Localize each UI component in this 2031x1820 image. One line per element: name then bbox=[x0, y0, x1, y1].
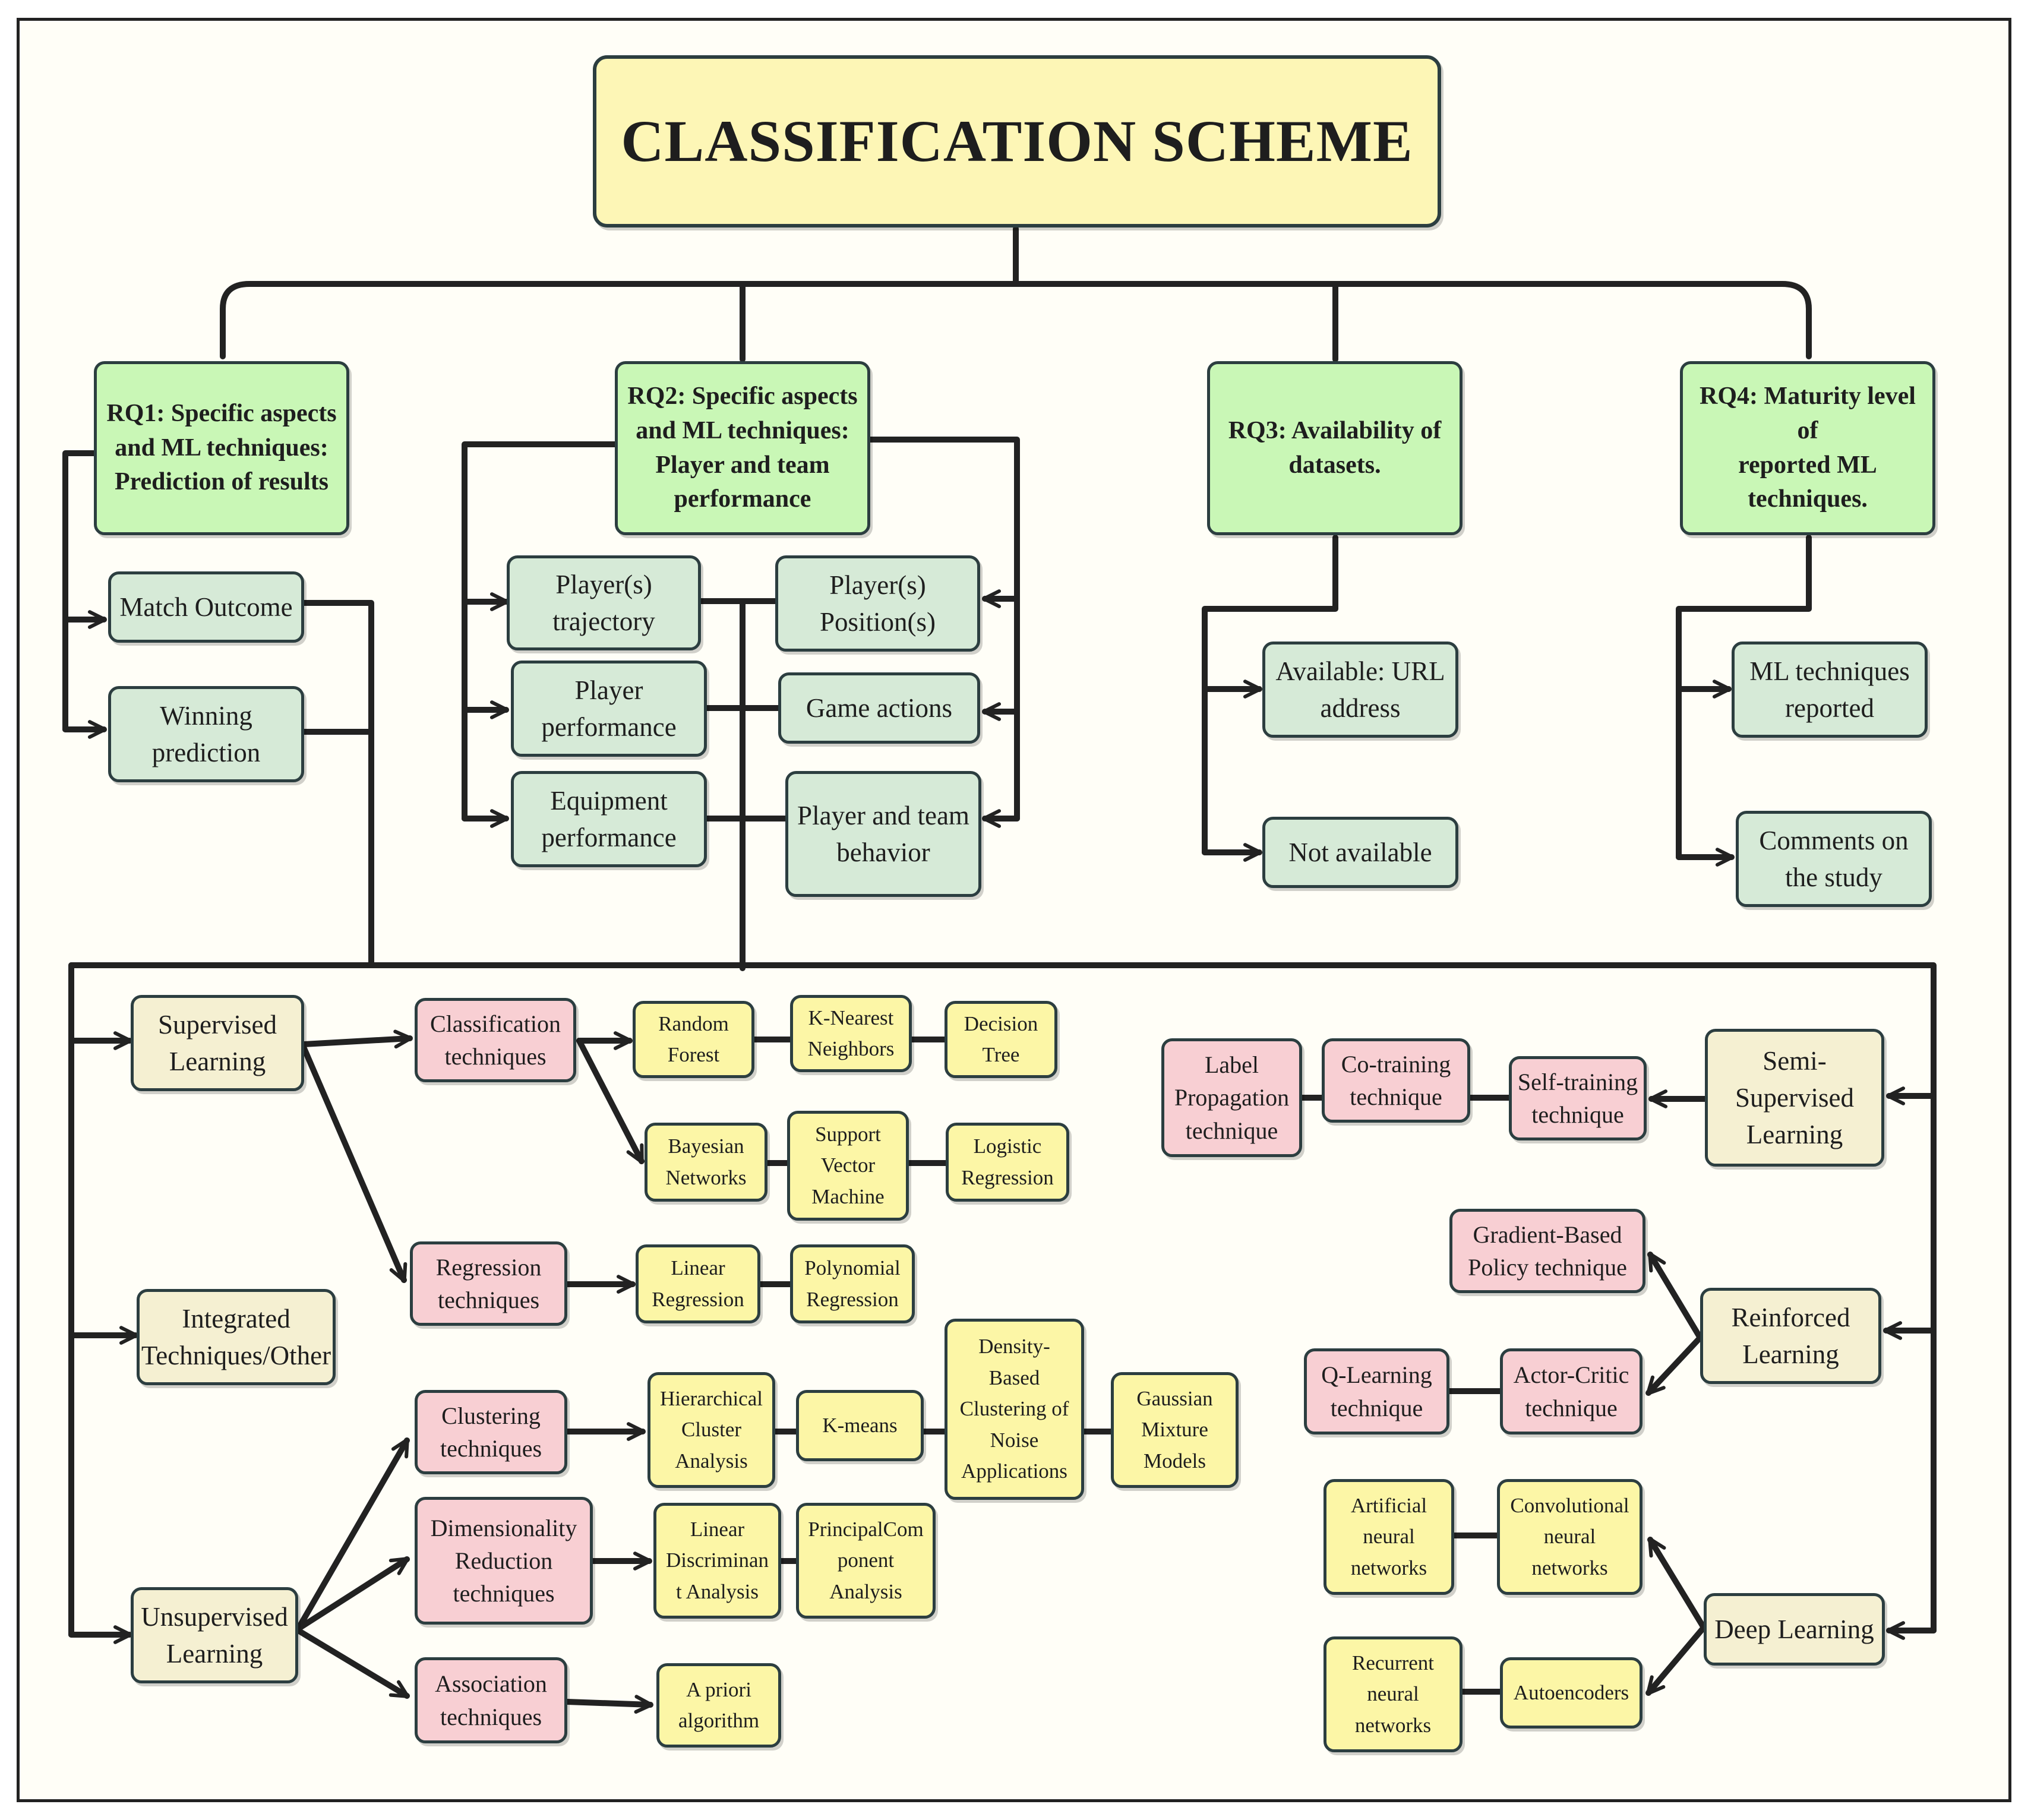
algorithm-principal-component-analysis: PrincipalCom ponent Analysis bbox=[796, 1503, 936, 1619]
wire-rq1-collector bbox=[301, 600, 374, 968]
wire-assoc-apriori bbox=[564, 1695, 653, 1714]
convolutional-neural-networks: Convolutional neural networks bbox=[1497, 1479, 1643, 1595]
rq3-item-available-url: Available: URL address bbox=[1262, 642, 1458, 738]
rq4-item-ml-techniques-reported: ML techniques reported bbox=[1732, 642, 1928, 738]
wire-unsup-dimred bbox=[295, 1556, 410, 1632]
wire-ml-bus bbox=[68, 962, 1937, 1633]
rq2-item-equipment-performance: Equipment performance bbox=[511, 771, 707, 867]
rq2-item-player-trajectory: Player(s) trajectory bbox=[507, 555, 701, 650]
algorithm-random-forest: Random Forest bbox=[633, 1001, 754, 1078]
wire-top-bus bbox=[220, 281, 1812, 359]
classification-techniques-box: Classification techniques bbox=[415, 998, 576, 1082]
rq1-item-winning-prediction: Winning prediction bbox=[108, 686, 304, 782]
regression-techniques-box: Regression techniques bbox=[410, 1241, 567, 1326]
rq3-box: RQ3: Availability of datasets. bbox=[1207, 361, 1463, 535]
rq2-item-player-team-behavior: Player and team behavior bbox=[785, 771, 981, 897]
semi-supervised-learning-box: Semi- Supervised Learning bbox=[1705, 1029, 1884, 1167]
algorithm-gaussian-mixture-models: Gaussian Mixture Models bbox=[1111, 1372, 1239, 1488]
autoencoders: Autoencoders bbox=[1500, 1657, 1643, 1729]
algorithm-linear-discriminant-analysis: Linear Discriminan t Analysis bbox=[653, 1503, 781, 1619]
rq1-box: RQ1: Specific aspects and ML techniques:… bbox=[94, 361, 349, 535]
deep-learning-box: Deep Learning bbox=[1704, 1593, 1885, 1666]
wire-rq4-trunk bbox=[1676, 535, 1812, 860]
wire-rl-actor bbox=[1645, 1335, 1703, 1396]
algorithm-dbscan: Density- Based Clustering of Noise Appli… bbox=[945, 1319, 1084, 1500]
self-training-technique: Self-training technique bbox=[1509, 1056, 1647, 1140]
supervised-learning-box: Supervised Learning bbox=[131, 995, 304, 1091]
clustering-techniques-box: Clustering techniques bbox=[415, 1390, 567, 1474]
integrated-techniques-box: Integrated Techniques/Other bbox=[137, 1289, 336, 1385]
algorithm-linear-regression: Linear Regression bbox=[636, 1244, 760, 1323]
algorithm-decision-tree: Decision Tree bbox=[945, 1001, 1057, 1078]
rq2-item-game-actions: Game actions bbox=[778, 672, 980, 744]
dimensionality-reduction-box: Dimensionality Reduction techniques bbox=[415, 1497, 593, 1625]
q-learning-technique: Q-Learning technique bbox=[1304, 1348, 1449, 1434]
algorithm-polynomial-regression: Polynomial Regression bbox=[790, 1244, 915, 1323]
gradient-based-policy-technique: Gradient-Based Policy technique bbox=[1449, 1209, 1645, 1293]
diagram-title: CLASSIFICATION SCHEME bbox=[593, 55, 1441, 228]
rq1-item-match-outcome: Match Outcome bbox=[108, 571, 304, 643]
algorithm-support-vector-machine: Support Vector Machine bbox=[787, 1111, 909, 1221]
label-propagation-technique: Label Propagation technique bbox=[1161, 1038, 1302, 1157]
rq2-item-player-performance: Player performance bbox=[511, 661, 707, 757]
algorithm-a-priori: A priori algorithm bbox=[656, 1663, 781, 1748]
wire-rq3-trunk bbox=[1202, 535, 1338, 855]
wire-dl-cnn bbox=[1647, 1537, 1707, 1631]
actor-critic-technique: Actor-Critic technique bbox=[1500, 1348, 1643, 1434]
artificial-neural-networks: Artificial neural networks bbox=[1324, 1479, 1454, 1595]
wire-rl-gradient bbox=[1647, 1252, 1703, 1341]
reinforced-learning-box: Reinforced Learning bbox=[1700, 1288, 1881, 1384]
co-training-technique: Co-training technique bbox=[1322, 1038, 1470, 1123]
unsupervised-learning-box: Unsupervised Learning bbox=[131, 1587, 298, 1683]
wire-unsup-assoc bbox=[295, 1628, 410, 1699]
rq2-box: RQ2: Specific aspects and ML techniques:… bbox=[615, 361, 870, 535]
wire-dl-ae bbox=[1645, 1625, 1707, 1696]
rq2-item-player-positions: Player(s) Position(s) bbox=[775, 555, 980, 652]
wire-class-bayes bbox=[576, 1038, 645, 1164]
algorithm-k-means: K-means bbox=[796, 1390, 924, 1461]
wire-sup-regression bbox=[301, 1045, 408, 1283]
recurrent-neural-networks: Recurrent neural networks bbox=[1324, 1636, 1463, 1752]
wire-sup-classification bbox=[301, 1029, 413, 1049]
association-techniques-box: Association techniques bbox=[415, 1657, 567, 1743]
rq4-item-comments-on-study: Comments on the study bbox=[1736, 811, 1932, 907]
algorithm-hierarchical-cluster-analysis: Hierarchical Cluster Analysis bbox=[647, 1372, 775, 1488]
algorithm-logistic-regression: Logistic Regression bbox=[946, 1123, 1069, 1202]
wire-rq2-left-trunk bbox=[462, 441, 618, 821]
wire-rq1-trunk bbox=[62, 450, 97, 732]
algorithm-bayesian-networks: Bayesian Networks bbox=[645, 1123, 767, 1202]
rq4-box: RQ4: Maturity level of reported ML techn… bbox=[1680, 361, 1935, 535]
diagram-frame bbox=[17, 18, 2011, 1802]
wire-unsup-clustering bbox=[295, 1437, 410, 1632]
algorithm-k-nearest-neighbors: K-Nearest Neighbors bbox=[790, 995, 912, 1072]
wire-rq2-right-trunk bbox=[867, 437, 1020, 821]
rq3-item-not-available: Not available bbox=[1262, 817, 1458, 888]
